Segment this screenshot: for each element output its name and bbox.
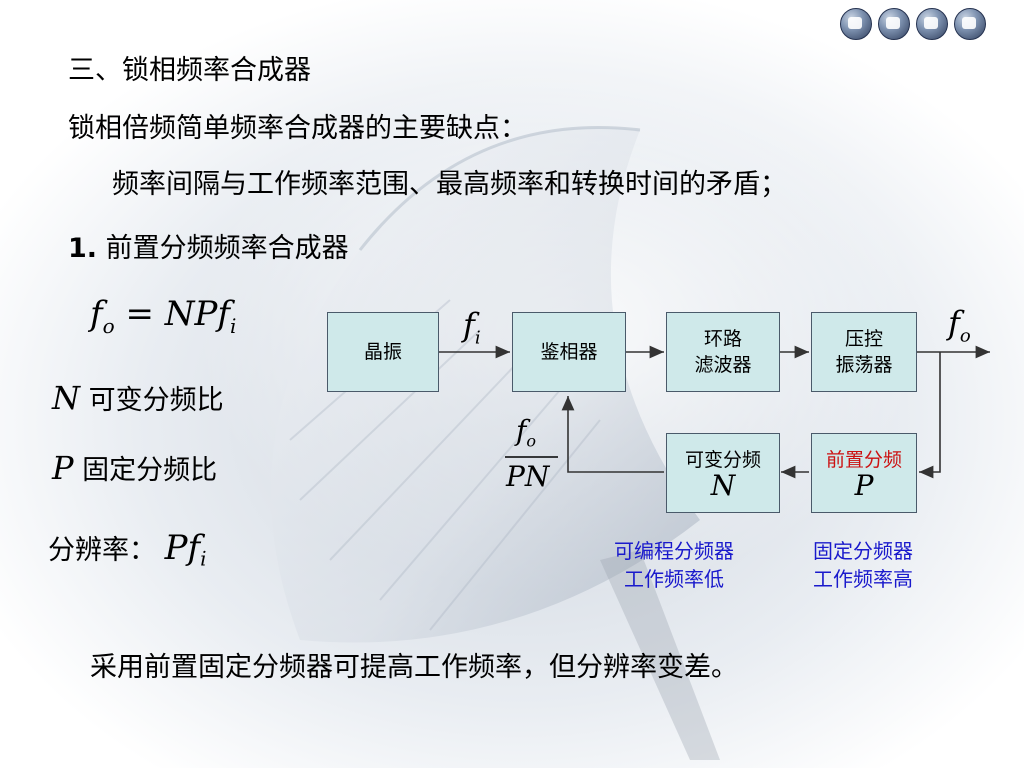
phase-detector-block: 鉴相器 [512,312,626,392]
p-symbol: P [52,449,74,487]
slide-navigation [840,8,986,40]
prescaler-block: 前置分频 P [811,433,917,513]
end-icon[interactable] [916,8,948,40]
section-number: 1. [68,233,98,264]
variable-divider-block: 可变分频 N [666,433,780,513]
fi-label: fi [463,306,481,349]
resolution-label: 分辨率： [48,535,156,566]
forward-icon[interactable] [954,8,986,40]
resolution-expr: Pf [164,528,201,568]
crystal-oscillator-block: 晶振 [327,312,439,392]
loop-filter-block: 环路 滤波器 [666,312,780,392]
back-icon[interactable] [840,8,872,40]
p-definition: P 固定分频比 [52,448,217,487]
n-definition: N 可变分频比 [52,378,224,417]
fo-label: fo [948,304,971,347]
disadvantage-detail: 频率间隔与工作频率范围、最高频率和转换时间的矛盾； [112,169,787,200]
slide-title: 三、锁相频率合成器 [68,55,311,86]
n-description: 可变分频比 [88,385,224,416]
n-symbol: N [52,379,80,417]
p-description: 固定分频比 [82,455,218,486]
main-formula: fo = NPfi [90,294,237,338]
fixed-divider-note: 固定分频器 工作频率高 [813,539,913,591]
conclusion-text: 采用前置固定分频器可提高工作频率，但分辨率变差。 [90,652,738,683]
feedback-fraction-denominator: PN [506,460,550,493]
feedback-fraction-numerator: fo [516,414,537,451]
home-icon[interactable] [878,8,910,40]
section-heading: 1. 前置分频频率合成器 [68,226,349,265]
disadvantage-heading: 锁相倍频简单频率合成器的主要缺点： [68,113,527,144]
resolution-line: 分辨率： Pfi [48,528,207,571]
vco-block: 压控 振荡器 [811,312,917,392]
section-title: 前置分频频率合成器 [105,233,349,264]
programmable-divider-note: 可编程分频器 工作频率低 [614,539,734,591]
